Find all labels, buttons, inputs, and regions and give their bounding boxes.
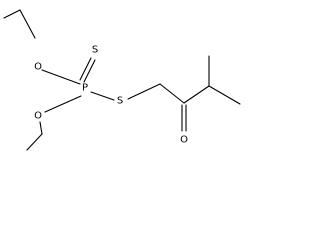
bond-carbonyl-carbon-ch (183, 85, 210, 104)
atom-label-upper-oxygen: O (34, 62, 42, 73)
atom-label-ketone-oxygen: O (180, 135, 188, 146)
atom-label-thione-sulfur: S (92, 45, 98, 56)
bond-bridge-sulfur-ch2 (127, 83, 161, 100)
chemical-structure-diagram: S O P O S O (3, 9, 241, 151)
bond-ch2-carbonyl-carbon (159, 83, 185, 104)
bond-p-s-double-b (83, 59, 96, 83)
bond-phosphorus-bridge-sulfur (90, 91, 115, 101)
atom-label-lower-oxygen: O (34, 111, 42, 122)
bond-lower-oxygen-ch2 (39, 121, 43, 135)
bond-ch-right-methyl (208, 85, 241, 105)
bond-p-s-double-a (79, 57, 92, 81)
bond-lower-ch2-methyl (26, 133, 43, 151)
bond-phosphorus-lower-oxygen (44, 95, 82, 113)
bond-upper-oxygen-phosphorus (41, 69, 81, 85)
bond-upper-ch2-oxygen (19, 9, 36, 39)
bond-upper-methyl-ch2 (3, 9, 21, 19)
atom-label-phosphorus: P (82, 83, 88, 94)
atom-label-bridge-sulfur: S (117, 96, 123, 107)
